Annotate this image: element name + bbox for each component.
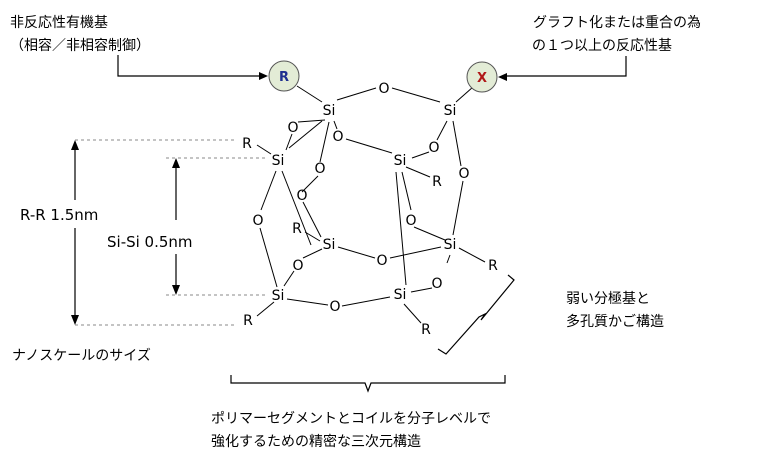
o-atom: O <box>329 299 340 315</box>
dimension-guides <box>75 139 268 326</box>
right-brace <box>437 274 515 355</box>
r-group: R <box>488 258 498 274</box>
o-atom: O <box>376 253 387 269</box>
dimension-arrows <box>74 148 177 318</box>
porous-cage-label: 多孔質かご構造 <box>566 313 664 330</box>
sisi-distance-label: Si-Si 0.5nm <box>107 233 193 251</box>
o-atom: O <box>428 140 439 156</box>
si-atom: Si <box>272 288 285 304</box>
si-atom: Si <box>394 153 407 169</box>
r-group: R <box>421 322 431 338</box>
arrow-down-icon <box>172 285 180 295</box>
o-atom: O <box>458 166 469 182</box>
si-atom: Si <box>444 237 457 253</box>
polar-group-label: 弱い分極基と <box>566 290 650 307</box>
bottom-brace <box>230 375 506 393</box>
rr-distance-label: R-R 1.5nm <box>20 206 98 224</box>
o-atom: O <box>332 129 343 145</box>
callout-arrows <box>117 55 627 77</box>
circle-x-group: X <box>455 61 498 103</box>
o-atom: O <box>314 161 325 177</box>
arrow-head-icon <box>498 73 507 81</box>
r-group: R <box>242 136 252 152</box>
reactive-group-label: グラフト化または重合の為 <box>533 15 701 31</box>
si-atom: Si <box>394 287 407 303</box>
o-atom: O <box>378 81 389 97</box>
arrow-head-icon <box>259 72 268 80</box>
structure-description-line2: 強化するための精密な三次元構造 <box>211 433 421 450</box>
cage-atoms: Si Si Si Si Si Si Si Si O O O O O O O O … <box>242 81 498 338</box>
r-group: R <box>292 221 302 237</box>
o-atom: O <box>252 213 263 229</box>
nonreactive-group-sublabel: （相容／非相容制御） <box>10 37 150 54</box>
circle-x-label: X <box>477 71 487 86</box>
si-atom: Si <box>272 153 285 169</box>
o-atom: O <box>292 258 303 274</box>
arrow-up-icon <box>172 158 180 168</box>
o-atom: O <box>431 276 442 292</box>
r-group: R <box>243 313 253 329</box>
si-atom: Si <box>323 103 336 119</box>
o-atom: O <box>287 120 298 136</box>
si-atom: Si <box>444 103 457 119</box>
r-group: R <box>432 174 442 190</box>
o-atom: O <box>405 213 416 229</box>
arrow-down-icon <box>71 315 79 325</box>
nonreactive-group-label: 非反応性有機基 <box>10 14 108 31</box>
o-atom: O <box>296 188 307 204</box>
si-atom: Si <box>323 237 336 253</box>
structure-description-line1: ポリマーセグメントとコイルを分子レベルで <box>211 411 491 427</box>
arrow-up-icon <box>71 140 79 150</box>
nanoscale-size-label: ナノスケールのサイズ <box>12 348 151 364</box>
circle-r-label: R <box>279 70 289 85</box>
circle-r-group: R <box>268 60 323 103</box>
reactive-group-sublabel: の１つ以上の反応性基 <box>532 37 672 54</box>
cage-bonds <box>256 87 486 324</box>
